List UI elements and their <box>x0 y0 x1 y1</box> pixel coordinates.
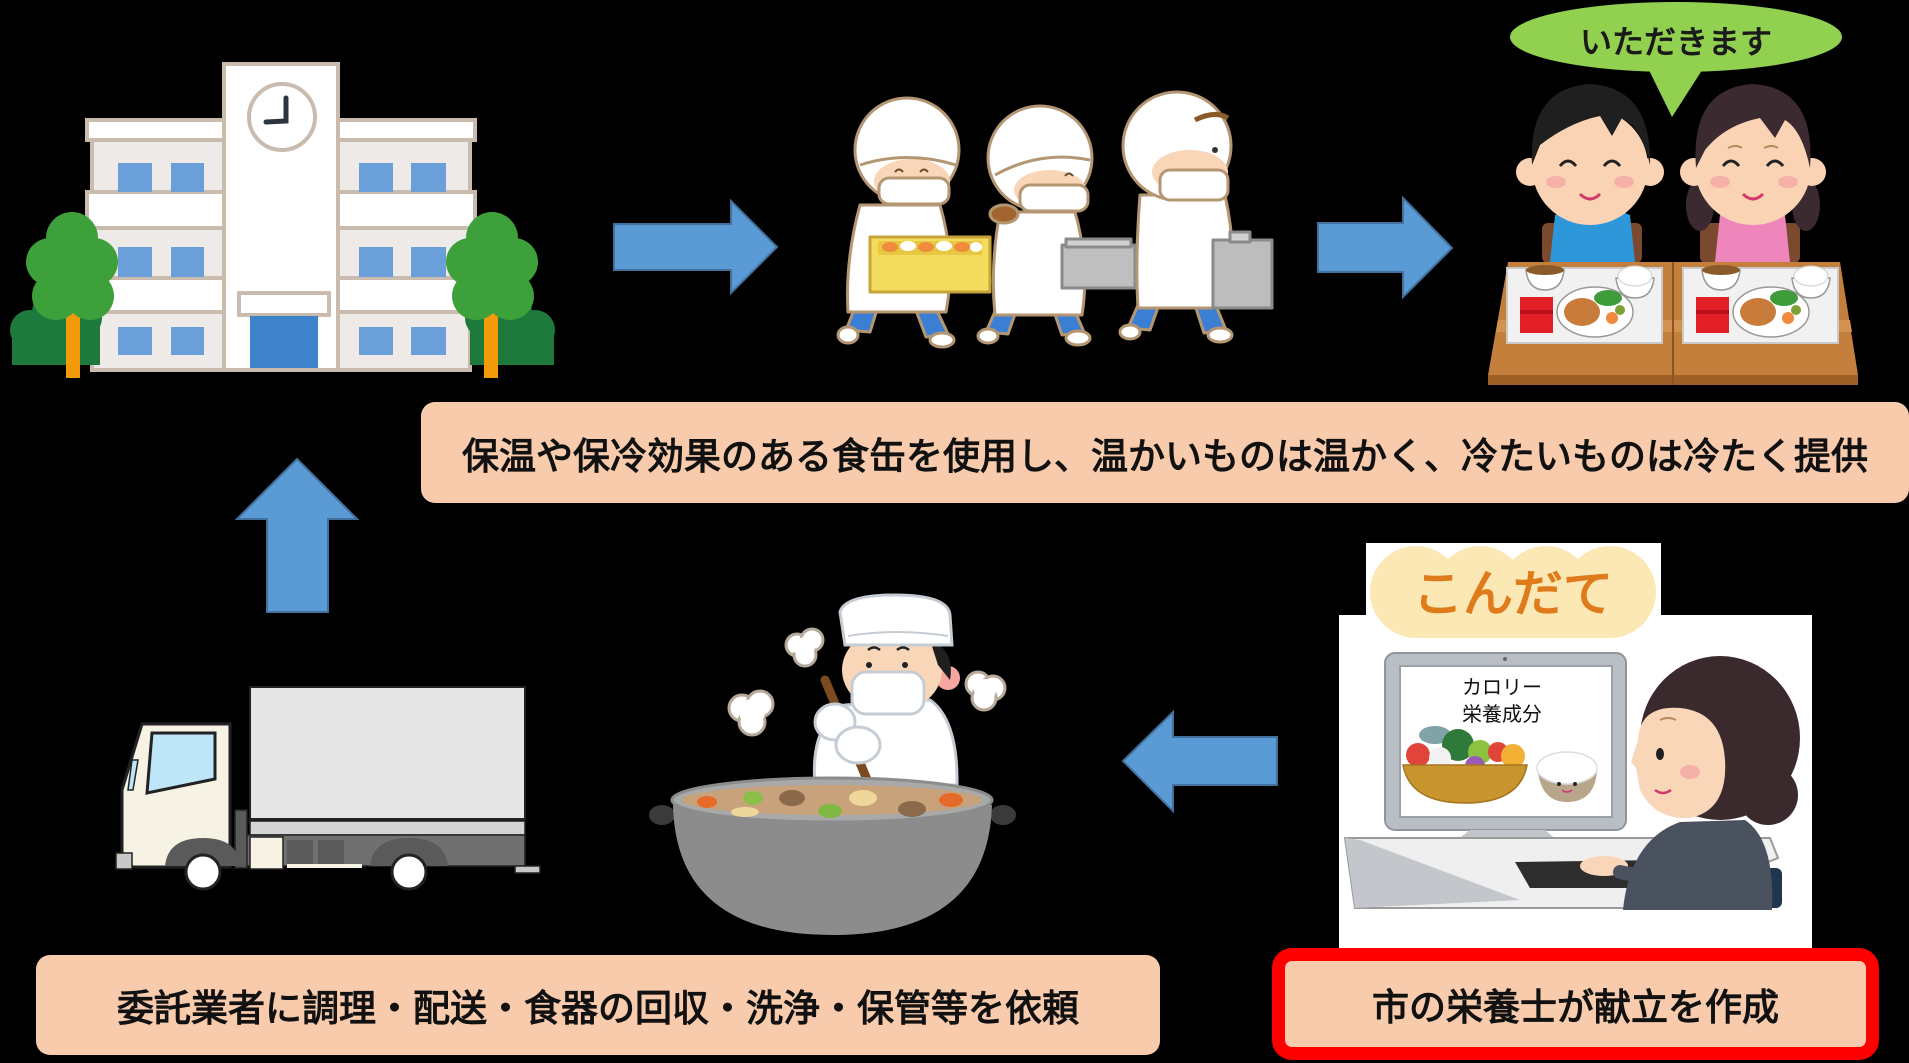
caption-contractor: 委託業者に調理・配送・食器の回収・洗浄・保管等を依頼 <box>36 955 1160 1055</box>
truck-wheel-rear <box>390 853 428 891</box>
arrow-students-to-eating <box>1317 195 1454 300</box>
arrow-right-icon <box>613 198 779 296</box>
delivery-truck-illustration <box>115 686 541 891</box>
cook-stirring-pot-illustration <box>649 593 1016 935</box>
screen-text-calories: カロリー <box>1462 675 1542 699</box>
caption-delivery-text: 保温や保冷効果のある食缶を使用し、温かいものは温かく、冷たいものは冷たく提供 <box>462 434 1868 478</box>
school-door <box>250 316 318 368</box>
nutritionist-at-computer-illustration: こんだて カロリー 栄養成分 <box>1339 543 1812 948</box>
clock-icon <box>247 82 317 152</box>
students-eating-illustration <box>1488 2 1858 385</box>
speech-bubble-text: いただきます <box>1579 23 1772 61</box>
food-basket-icon <box>1402 726 1528 804</box>
cook <box>812 593 960 820</box>
nutritionist <box>1580 656 1800 910</box>
caption-delivery: 保温や保冷効果のある食缶を使用し、温かいものは温かく、冷たいものは冷たく提供 <box>421 402 1909 503</box>
rice-bowl-icon <box>1536 751 1598 802</box>
student-carrying-tray <box>836 96 992 349</box>
student-carrying-container <box>976 104 1137 347</box>
student-carrying-pot <box>1118 90 1274 344</box>
caption-nutritionist-text: 市の栄養士が献立を作成 <box>1372 986 1779 1029</box>
truck-cargo-box <box>249 686 526 820</box>
school-windows <box>118 163 446 355</box>
school-building-illustration <box>10 62 555 378</box>
lunch-tray-right <box>1682 265 1839 344</box>
tree-left <box>26 212 118 378</box>
girl <box>1680 84 1826 262</box>
cooking-pot <box>649 776 1016 935</box>
screen-text-nutrients: 栄養成分 <box>1462 702 1542 726</box>
truck-window <box>145 731 217 795</box>
arrow-up-icon <box>234 457 360 613</box>
arrow-right-icon <box>1317 195 1454 300</box>
caption-contractor-text: 委託業者に調理・配送・食器の回収・洗浄・保管等を依頼 <box>117 987 1079 1030</box>
truck-wheel-front <box>184 853 222 891</box>
speech-bubble <box>1510 2 1842 117</box>
lunch-duty-students-illustration <box>836 90 1274 349</box>
menu-heading-text: こんだて <box>1413 565 1613 623</box>
arrow-truck-to-school <box>234 457 360 613</box>
arrow-menu-to-cooking <box>1121 709 1278 814</box>
steam-icon <box>727 627 1007 737</box>
cook-hat <box>838 593 954 647</box>
menu-heading-cloud <box>1370 546 1656 638</box>
tree-right <box>446 212 538 378</box>
boy <box>1516 84 1664 262</box>
caption-nutritionist-highlighted: 市の栄養士が献立を作成 <box>1272 948 1879 1060</box>
arrow-left-icon <box>1121 709 1278 814</box>
arrow-school-to-students <box>613 198 779 296</box>
lunch-tray-left <box>1506 265 1663 344</box>
